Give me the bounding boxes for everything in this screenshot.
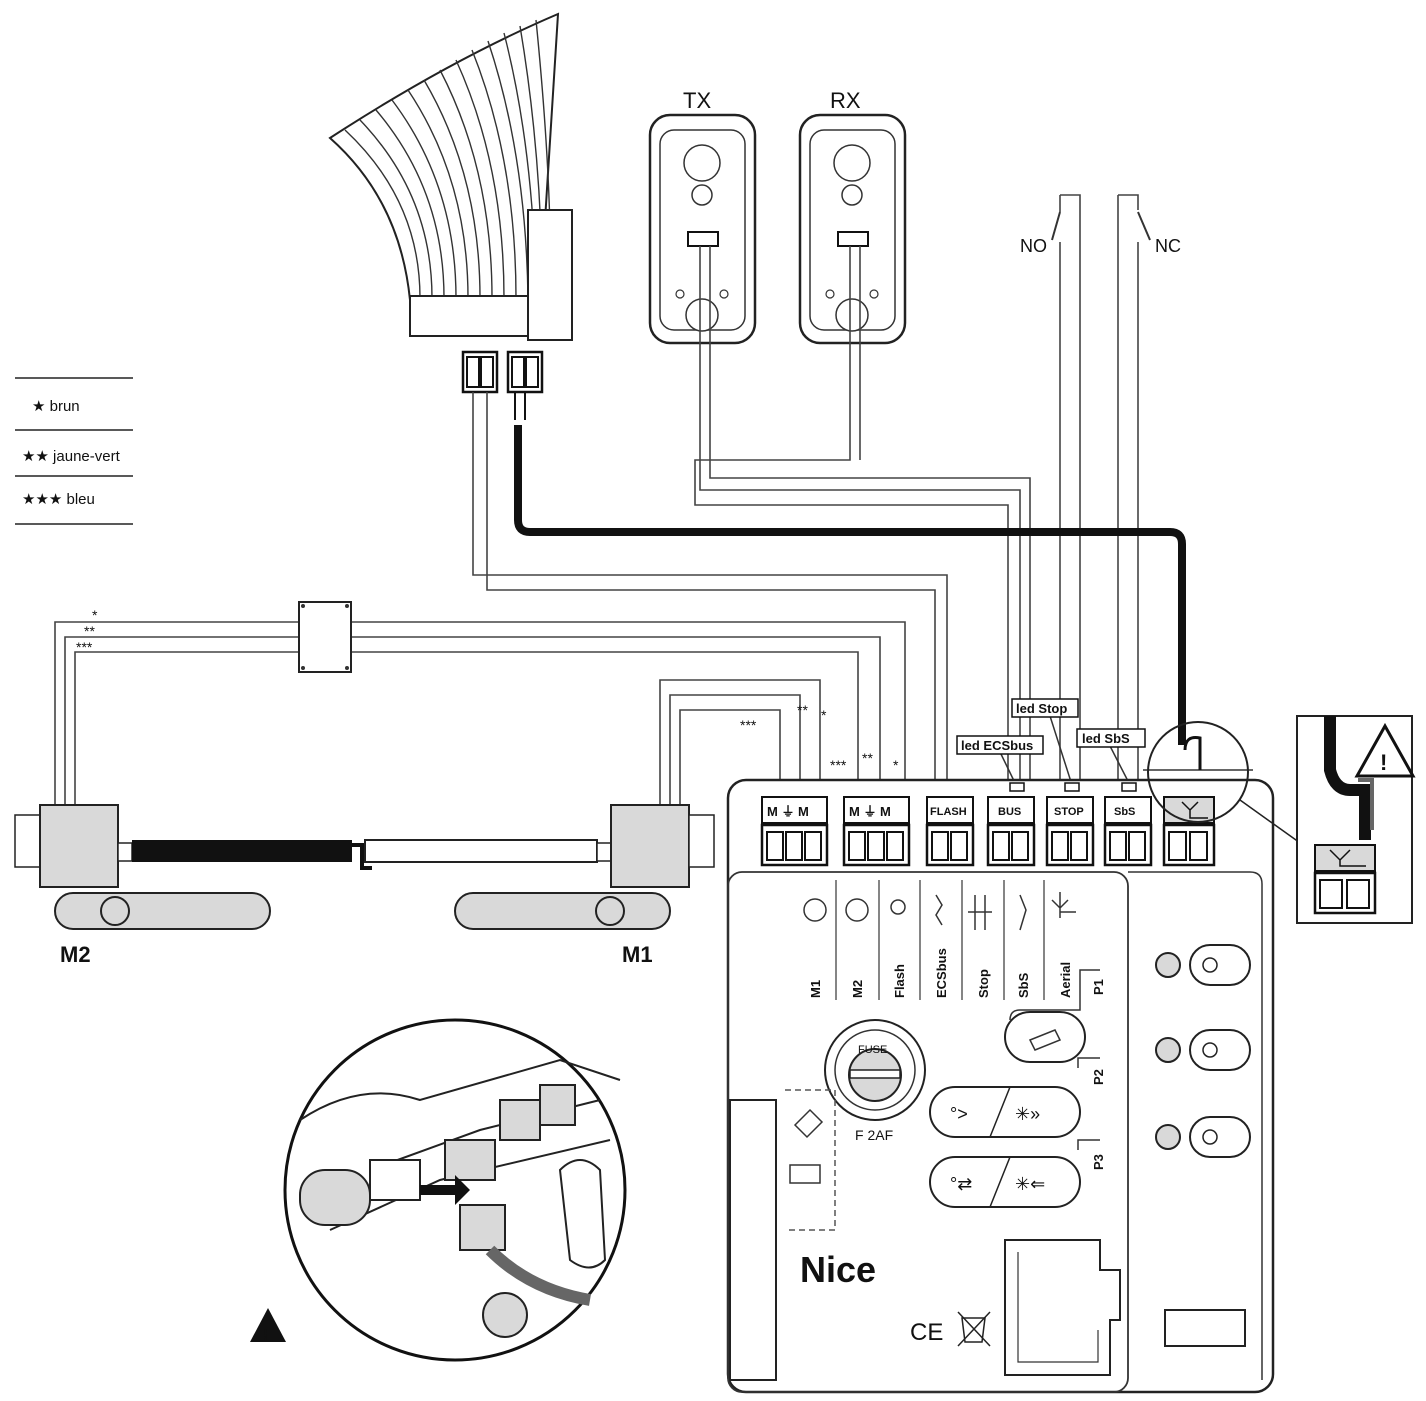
expansion-slot [1004,1239,1246,1376]
svg-text:STOP: STOP [1054,806,1084,818]
led-stop: led Stop [1016,701,1067,716]
remote-icon [1028,1029,1062,1051]
contact-switches: NO NC [1020,194,1181,800]
m1-label: M1 [622,942,653,967]
gate-motor-m1: M1 [364,804,715,967]
fuse: FUSE F 2AF [824,1019,926,1143]
mark-m1-brown: * [821,707,827,723]
board-label-stop: Stop [976,969,991,998]
stop-icon [968,895,992,930]
led-indicator-2 [1155,1037,1181,1063]
tx-label: TX [683,88,711,113]
p3-label: P3 [1091,1154,1106,1170]
terminal-bus[interactable]: BUS [986,782,1036,867]
board-label-m2: M2 [850,980,865,998]
mark-term-m2-blue: *** [830,757,847,773]
mark-m2-brown: * [92,607,98,623]
svg-text:FLASH: FLASH [930,806,967,818]
board-label-aerial: Aerial [1058,962,1073,998]
p2-right-icon: ✳» [1015,1104,1040,1124]
fuse-rating: F 2AF [855,1127,893,1143]
wires [54,246,1186,880]
motor-m1-icon [803,898,827,922]
card-icon [793,1108,824,1139]
button-p2[interactable] [929,1086,1081,1138]
mark-m1-yellow-green: ** [797,702,808,718]
p2-left-icon: °> [950,1104,968,1124]
terminal-sbs[interactable]: SbS [1103,782,1153,867]
legend-brown: ★ brun [32,398,80,415]
brand-logo: Nice [800,1249,876,1290]
led-labels: led ECSbus led Stop led SbS [956,698,1146,755]
warning-mark-aerial: ! [1380,750,1387,775]
warning-mark-plug: ! [263,1327,268,1344]
weee-icon [957,1311,991,1347]
gate-motor-m2: M2 [14,804,372,967]
flash-icon [890,899,906,915]
ce-marking: CE [910,1319,943,1346]
led-ecsbus: led ECSbus [961,738,1033,753]
flashing-lamp [328,12,573,420]
p1-label: P1 [1091,979,1106,995]
wire-color-legend: ★ brun ★★ jaune-vert ★★★ bleu [15,377,133,525]
no-label: NO [1020,236,1047,256]
board-buttons: P1 °> ✳» P2 °⇄ ✳⇐ P3 [929,969,1106,1208]
plug-detail-inset: ! [250,1018,627,1362]
mark-m2-blue: *** [76,639,93,655]
photocell-rx: RX [798,88,907,345]
battery-icon [789,1164,821,1184]
ecsbus-icon [935,894,943,926]
led-sbs: led SbS [1082,731,1130,746]
p3-right-icon: ✳⇐ [1015,1174,1045,1194]
aerial-detail: ! [1147,715,1416,924]
terminal-m1[interactable]: M ⏚ M [760,796,829,867]
m2-label: M2 [60,942,91,967]
mark-term-m2-brown: * [893,757,899,773]
button-p3[interactable] [929,1156,1081,1208]
mark-m2-yellow-green: ** [84,623,95,639]
board-label-flash: Flash [892,964,907,998]
mark-m1-blue: *** [740,717,757,733]
legend-yellow-green: ★★ jaune-vert [22,448,121,465]
board-function-labels: M1 M2 Flash ECSbus Stop SbS Aerial [803,880,1076,1000]
side-indicators [1155,944,1251,1158]
wire-markers: * ** *** *** ** * *** ** * [76,607,899,773]
rx-label: RX [830,88,861,113]
terminal-blocks: M ⏚ M M ⏚ M FLASH BUS [760,782,1216,867]
terminal-m2[interactable]: M ⏚ M [842,796,911,867]
junction-box [298,601,352,673]
mark-term-m2-yellow-green: ** [862,750,873,766]
board-label-ecsbus: ECSbus [934,948,949,998]
sbs-icon [1019,894,1027,931]
p2-label: P2 [1091,1069,1106,1085]
legend-blue: ★★★ bleu [22,491,95,508]
motor-m2-icon [845,898,869,922]
p3-left-icon: °⇄ [950,1174,972,1194]
svg-text:M ⏚ M: M ⏚ M [849,804,891,819]
terminal-stop[interactable]: STOP [1045,782,1095,867]
board-label-m1: M1 [808,980,823,998]
led-indicator-1 [1155,952,1181,978]
svg-text:M ⏚ M: M ⏚ M [767,804,809,819]
svg-text:BUS: BUS [998,806,1021,818]
fuse-text: FUSE [858,1044,887,1056]
photocell-tx: TX [648,88,757,345]
battery-slot [729,1089,836,1381]
aerial-icon [1051,892,1076,918]
led-indicator-3 [1155,1124,1181,1150]
nc-label: NC [1155,236,1181,256]
terminal-aerial[interactable] [1162,796,1216,867]
terminal-flash[interactable]: FLASH [925,796,975,867]
svg-text:SbS: SbS [1114,806,1135,818]
board-label-sbs: SbS [1016,972,1031,998]
